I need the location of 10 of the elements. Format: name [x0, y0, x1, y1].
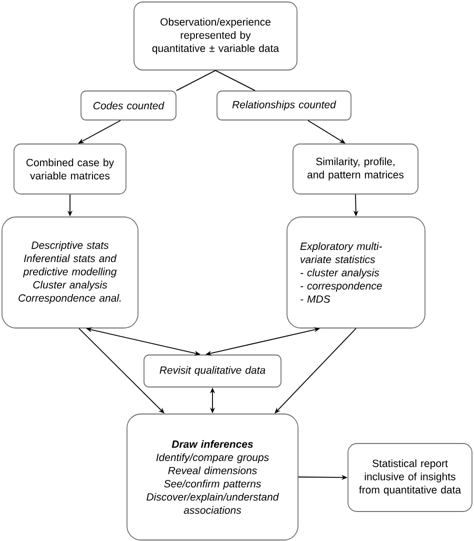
process-box: Descriptive stats Inferential stats and predictive modelling Cluster analysis Correspondence anal. — [2, 216, 138, 328]
process-box: Similarity, profile, and pattern matrices — [292, 144, 418, 194]
process-box: Exploratory multi-variate statistics - cluster analysis - correspondence - MDS — [286, 216, 426, 328]
process-box: Combined case by variable matrices — [14, 144, 126, 194]
process-box: Statistical report inclusive of insights from quantitative data — [348, 443, 472, 512]
label-box: Codes counted — [80, 90, 176, 120]
label-box: Relationships counted — [216, 90, 352, 120]
process-box: Observation/experience represented by quantitative ± variable data — [134, 2, 298, 70]
process-box: Draw inferences Identify/compare groups Reveal dimensions See/confirm patterns Discover/explain/understand associations — [126, 414, 298, 540]
process-box: Revisit qualitative data — [144, 354, 282, 388]
